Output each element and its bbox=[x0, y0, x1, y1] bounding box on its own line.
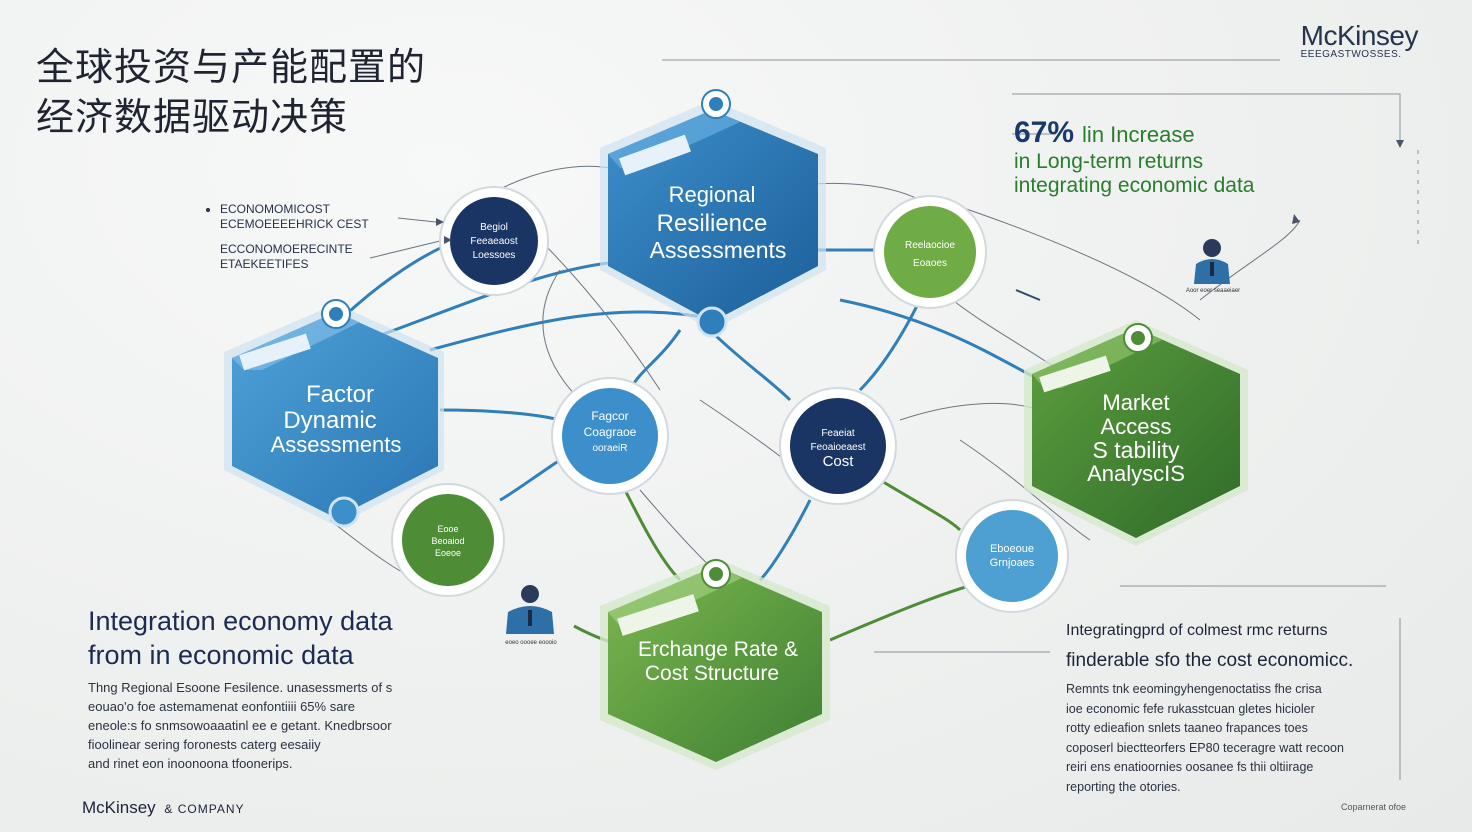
page-title-line2: 经济数据驱动决策 bbox=[36, 95, 349, 139]
person-figure-bottom-icon bbox=[506, 585, 554, 634]
circle-resilience-scores[interactable]: Reelaocioe Eoaoes bbox=[873, 195, 987, 309]
circle-economic-groups[interactable]: Eboeoue Grnjoaes bbox=[955, 499, 1069, 613]
right-heading-line2: finderable sfo the cost economicc. bbox=[1066, 650, 1354, 671]
bullet-item-2-line1: ECCONOMOERECINTE bbox=[220, 242, 353, 256]
right-heading: Integratingprd of colmest rmc returns fi… bbox=[1066, 616, 1353, 676]
stat-line1: lin Increase bbox=[1082, 122, 1195, 147]
hex-factor-line1: Factor bbox=[306, 381, 374, 408]
circle-regional-line2: Feeaeaost bbox=[470, 236, 517, 247]
brand-name: McKinsey bbox=[1300, 20, 1419, 51]
circle-grey-line1: Eboeoue bbox=[990, 543, 1034, 555]
page-title: 全球投资与产能配置的 经济数据驱动决策 bbox=[36, 42, 426, 142]
left-para-line: Thng Regional Esoone Fesilence. unasessm… bbox=[88, 680, 393, 695]
figure-caption-top: Aoor eoer seaaeiaer bbox=[1185, 288, 1241, 294]
hex-factor-dynamic[interactable]: Factor Dynamic Assessments bbox=[224, 299, 444, 528]
circle-grey-line2: Grnjoaes bbox=[990, 557, 1035, 569]
circle-factor-line1: Fagcor bbox=[591, 409, 628, 423]
circle-regional-cost[interactable]: Feaeiat Feoaioeaest Cost bbox=[779, 387, 897, 505]
right-para-line: reiri ens enatioornies oosanee fs thii o… bbox=[1066, 760, 1314, 774]
hex-exchange-line2: Cost Structure bbox=[645, 662, 779, 685]
figure-caption-bottom: eoeo oooee eoooio bbox=[505, 640, 557, 646]
footer-copyright: Coparnerat ofoe bbox=[1340, 802, 1406, 812]
left-heading-line2: from in economic data bbox=[88, 640, 354, 670]
hex-market-line2: Access bbox=[1101, 414, 1172, 439]
arrow-markers bbox=[436, 140, 1404, 244]
bullet-item-1-line1: ECONOMOMICOST bbox=[220, 202, 330, 216]
footer-company: & COMPANY bbox=[164, 802, 245, 816]
hex-exchange-line1: Erchange Rate & bbox=[638, 638, 798, 661]
brand-logo-top: McKinsey EEEGASTWOSSES. bbox=[1300, 20, 1419, 60]
circle-econ-line1: Eooe bbox=[437, 524, 458, 534]
bullet-list: ECONOMOMICOST ECEMOEEEEHRICK CEST ECCONO… bbox=[206, 202, 369, 282]
hex-regional-line2: Resilience bbox=[657, 210, 768, 237]
bullet-item-1-line2: ECEMOEEEEHRICK CEST bbox=[220, 217, 369, 231]
bullet-item-2-line2: ETAEKEETIFES bbox=[220, 257, 309, 271]
stat-line2: in Long-term returns bbox=[1014, 150, 1204, 173]
right-heading-line1: Integratingprd of colmest rmc returns bbox=[1066, 622, 1328, 639]
hex-market-access[interactable]: Market Access S tability AnalyscIS bbox=[1024, 320, 1248, 546]
stat-line3: integrating economic data bbox=[1014, 174, 1255, 197]
circle-resilience-line1: Reelaocioe bbox=[905, 240, 955, 251]
bullet-item-2: ECCONOMOERECINTE ETAEKEETIFES bbox=[206, 242, 369, 272]
hex-regional-line3: Assessments bbox=[650, 237, 787, 263]
right-paragraph: Remnts tnk eeomingyhengenoctatiss fhe cr… bbox=[1066, 680, 1344, 797]
left-paragraph: Thng Regional Esoone Fesilence. unasessm… bbox=[88, 678, 418, 773]
hex-regional-line1: Regional bbox=[669, 182, 756, 207]
left-para-line: and rinet eon inoonoona tfoonerips. bbox=[88, 756, 293, 771]
stat-callout: 67% lin Increase in Long-term returns int… bbox=[1014, 116, 1255, 198]
circle-econ-line2: Beoaiod bbox=[431, 536, 464, 546]
right-para-line: Remnts tnk eeomingyhengenoctatiss fhe cr… bbox=[1066, 682, 1322, 696]
footer-brand: McKinsey & COMPANY bbox=[82, 798, 245, 818]
circle-cost-line1: Feaeiat bbox=[821, 428, 855, 439]
circle-factor-line3: ooraeiR bbox=[592, 443, 627, 454]
hex-factor-line3: Assessments bbox=[271, 432, 402, 457]
left-para-line: eneole:s fo snmsowoaaatinl ee e getant. … bbox=[88, 718, 392, 733]
hex-market-line3: S tability bbox=[1093, 437, 1180, 463]
circle-regional-line1: Begiol bbox=[480, 222, 508, 233]
right-para-line: coposerl biectteorfers EP80 teceragre wa… bbox=[1066, 740, 1344, 755]
hex-exchange-rate[interactable]: Erchange Rate & Cost Structure bbox=[600, 558, 830, 770]
left-heading-line1: Integration economy data bbox=[88, 606, 393, 636]
hex-factor-line2: Dynamic bbox=[283, 407, 376, 434]
circle-econ-line3: Eoeoe bbox=[435, 548, 461, 558]
circle-cost-line3: Cost bbox=[823, 453, 855, 470]
hex-market-line4: AnalyscIS bbox=[1087, 461, 1185, 486]
right-para-line: rotty edieafion snlets taaneo frapances … bbox=[1066, 721, 1308, 735]
stat-value: 67% bbox=[1014, 116, 1075, 149]
right-para-line: reporting the otories. bbox=[1066, 779, 1181, 794]
circle-factor-cost[interactable]: Fagcor Coagraoe ooraeiR bbox=[551, 377, 669, 495]
footer-brand-name: McKinsey bbox=[82, 798, 156, 817]
hex-market-line1: Market bbox=[1102, 390, 1169, 415]
circle-regional-costs[interactable]: Begiol Feeaeaost Loessoes bbox=[439, 186, 549, 296]
page-title-line1: 全球投资与产能配置的 bbox=[36, 45, 427, 89]
circle-economic-scores[interactable]: Eooe Beoaiod Eoeoe bbox=[391, 483, 505, 597]
circle-factor-line2: Coagraoe bbox=[584, 425, 637, 439]
circle-resilience-line2: Eoaoes bbox=[913, 258, 947, 269]
hex-regional-resilience[interactable]: Regional Resilience Assessments bbox=[600, 89, 826, 338]
right-para-line: ioe economic fefe rukasstcuan gletes hic… bbox=[1066, 701, 1315, 716]
bullet-dot-icon bbox=[206, 207, 210, 212]
left-para-line: fioolinear sering foronests caterg eesai… bbox=[88, 737, 321, 752]
frame-lines bbox=[662, 59, 1419, 780]
circle-cost-line2: Feoaioeaest bbox=[810, 442, 865, 453]
left-para-line: eouao'o foe astemamenat eonfontiiii 65% … bbox=[88, 699, 355, 714]
brand-subtitle: EEEGASTWOSSES. bbox=[1300, 49, 1402, 60]
person-figure-top-icon bbox=[1194, 239, 1230, 284]
left-heading: Integration economy data from in economi… bbox=[88, 604, 393, 672]
circle-regional-line3: Loessoes bbox=[473, 250, 516, 261]
bullet-item-1: ECONOMOMICOST ECEMOEEEEHRICK CEST bbox=[206, 202, 369, 232]
